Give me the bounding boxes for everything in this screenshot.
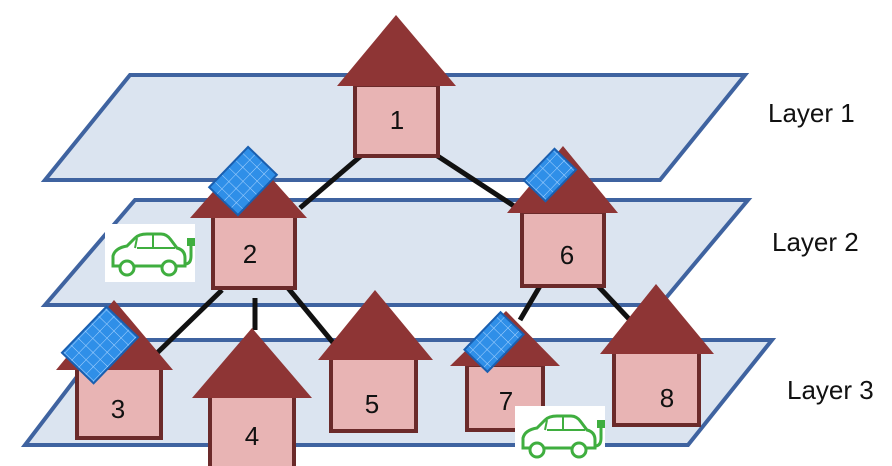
house-4-number: 4 (245, 421, 259, 451)
layer-2-label: Layer 2 (772, 227, 859, 257)
house-6: 6 (507, 146, 618, 288)
connection-6-7 (517, 284, 543, 322)
house-8: 8 (600, 284, 714, 427)
house-3: 3 (56, 300, 173, 440)
solar-panel-icon (207, 145, 279, 217)
house-7: 7 (450, 310, 560, 432)
house-1: 1 (337, 15, 456, 158)
house-1-number: 1 (390, 105, 404, 135)
ev-charger-icon (103, 222, 197, 284)
house-3-number: 3 (111, 394, 125, 424)
house-5-number: 5 (365, 389, 379, 419)
house-5: 5 (318, 290, 433, 433)
ev-charger-icon (513, 404, 607, 466)
house-7-number: 7 (499, 386, 513, 416)
house-8-number: 8 (660, 383, 674, 413)
house-4: 4 (192, 328, 312, 466)
layer-1-label: Layer 1 (768, 98, 855, 128)
connection-6-8 (596, 284, 632, 322)
house-2: 2 (190, 145, 307, 290)
connection-1-2 (298, 153, 364, 210)
layer-3-label: Layer 3 (787, 375, 874, 405)
connection-lines (153, 152, 632, 357)
connection-2-3 (153, 288, 224, 357)
solar-panel-icon (60, 305, 140, 385)
solar-panel-icon (522, 147, 578, 203)
solar-panel-icon (463, 310, 525, 374)
house-6-number: 6 (560, 240, 574, 270)
connection-2-5 (286, 286, 337, 347)
house-2-number: 2 (243, 239, 257, 269)
connection-1-6 (434, 152, 522, 213)
